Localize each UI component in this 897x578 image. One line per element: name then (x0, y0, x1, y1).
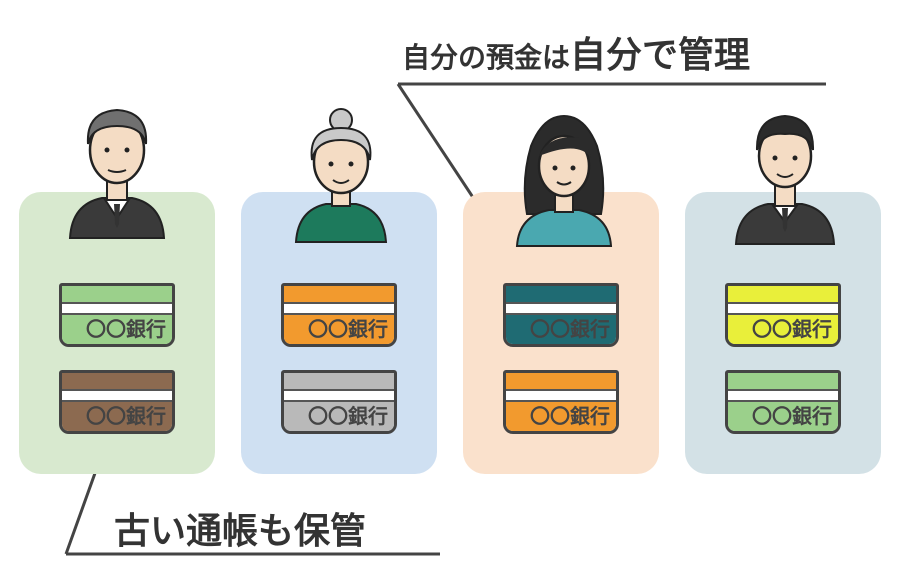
passbook: 〇〇銀行 (281, 283, 397, 347)
passbook: 〇〇銀行 (503, 370, 619, 434)
passbook-label: 〇〇銀行 (86, 317, 166, 341)
top-caption-emphasis: 自分で管理 (570, 35, 751, 76)
young-man-icon (734, 114, 836, 245)
passbook: 〇〇銀行 (59, 283, 175, 347)
passbook-label: 〇〇銀行 (530, 317, 610, 341)
passbook-label: 〇〇銀行 (752, 317, 832, 341)
bottom-callout-leader (64, 461, 101, 555)
passbook: 〇〇銀行 (725, 370, 841, 434)
passbook-label: 〇〇銀行 (86, 404, 166, 428)
elderly-man-icon (68, 108, 166, 239)
passbook: 〇〇銀行 (503, 283, 619, 347)
passbook-label: 〇〇銀行 (530, 404, 610, 428)
passbook-label: 〇〇銀行 (308, 317, 388, 341)
top-caption-prefix: 自分の預金は (402, 41, 571, 74)
passbook: 〇〇銀行 (59, 370, 175, 434)
top-caption: 自分の預金は自分で管理 (402, 26, 750, 78)
bottom-caption: 古い通帳も保管 (114, 511, 367, 552)
young-woman-icon (515, 114, 613, 247)
top-callout-leader (396, 83, 482, 209)
passbook: 〇〇銀行 (725, 283, 841, 347)
passbook-label: 〇〇銀行 (752, 404, 832, 428)
passbook-label: 〇〇銀行 (308, 404, 388, 428)
passbook: 〇〇銀行 (281, 370, 397, 434)
elderly-woman-icon (294, 108, 388, 243)
